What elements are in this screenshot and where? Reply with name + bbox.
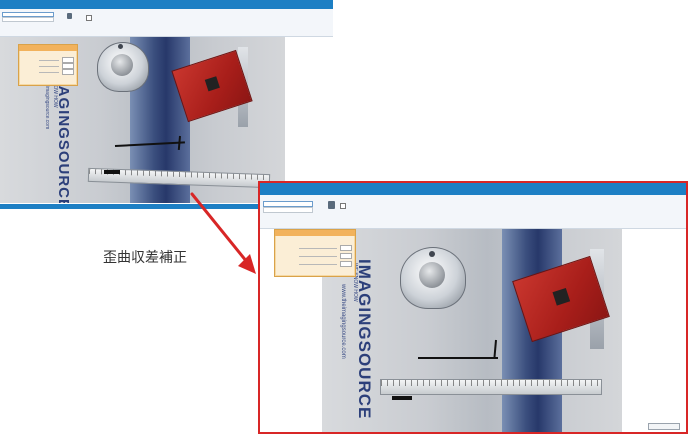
row-slider[interactable] [299, 247, 337, 249]
row-value[interactable] [62, 63, 74, 69]
pcb-chip [204, 76, 220, 92]
panel-row[interactable] [19, 63, 77, 69]
panel-title [19, 45, 77, 51]
properties-button[interactable] [324, 201, 338, 212]
row-value[interactable] [62, 69, 74, 75]
bracket-hole [118, 44, 123, 49]
camera-live-view[interactable]: IMAGINGSOURCE WE KNOW HOW www.theimaging… [0, 37, 285, 203]
properties-label [64, 19, 74, 22]
app-titlebar [0, 0, 333, 9]
lens-correction-panel[interactable] [18, 44, 78, 86]
panel-row[interactable] [275, 244, 355, 252]
checkbox-box [86, 15, 92, 21]
logo-url: www.theimagingsource.com [340, 284, 346, 359]
measurement-label [392, 396, 412, 400]
hex-key [418, 357, 498, 359]
format-selector[interactable] [2, 17, 54, 22]
row-slider[interactable] [299, 255, 337, 257]
panel-row[interactable] [275, 236, 355, 244]
row-value[interactable] [340, 245, 352, 251]
properties-icon [327, 201, 335, 209]
properties-icon [66, 13, 72, 19]
device-selector[interactable] [263, 201, 313, 207]
ribbon-panel [0, 9, 333, 37]
properties-label [324, 209, 338, 212]
distortion-correction-caption: 歪曲収差補正 [103, 250, 187, 266]
lens-correction-panel[interactable] [274, 229, 356, 277]
checkbox-label [94, 17, 116, 20]
status-bar [0, 204, 333, 209]
row-slider[interactable] [39, 65, 59, 67]
option-checkbox[interactable] [340, 203, 374, 209]
bracket-knob [111, 54, 133, 76]
panel-row[interactable] [275, 252, 355, 260]
panel-row[interactable] [19, 57, 77, 63]
panel-row[interactable] [19, 69, 77, 75]
row-slider[interactable] [39, 71, 59, 73]
steel-ruler [380, 379, 602, 395]
option-checkbox[interactable] [86, 15, 116, 21]
row-value[interactable] [62, 57, 74, 63]
row-slider[interactable] [39, 59, 59, 61]
app-titlebar [260, 183, 686, 195]
measurement-label [104, 170, 120, 174]
after-screenshot: IMAGINGSOURCE WE KNOW HOW www.theimaging… [258, 181, 688, 434]
row-value[interactable] [340, 261, 352, 267]
panel-row[interactable] [275, 260, 355, 268]
checkbox-label [348, 205, 374, 208]
bracket-knob [419, 262, 445, 288]
pcb-chip [552, 287, 571, 306]
checkbox-box [340, 203, 346, 209]
panel-title [275, 230, 355, 236]
row-slider[interactable] [299, 263, 337, 265]
row-value[interactable] [340, 253, 352, 259]
format-selector[interactable] [263, 207, 313, 213]
device-selector[interactable] [2, 12, 54, 17]
ribbon-panel [260, 195, 686, 229]
side-panel-button[interactable] [648, 423, 680, 430]
before-screenshot: IMAGINGSOURCE WE KNOW HOW www.theimaging… [0, 0, 333, 209]
properties-button[interactable] [64, 13, 74, 22]
bracket-hole [429, 251, 435, 257]
camera-live-view[interactable]: IMAGINGSOURCE WE KNOW HOW www.theimaging… [322, 229, 622, 432]
